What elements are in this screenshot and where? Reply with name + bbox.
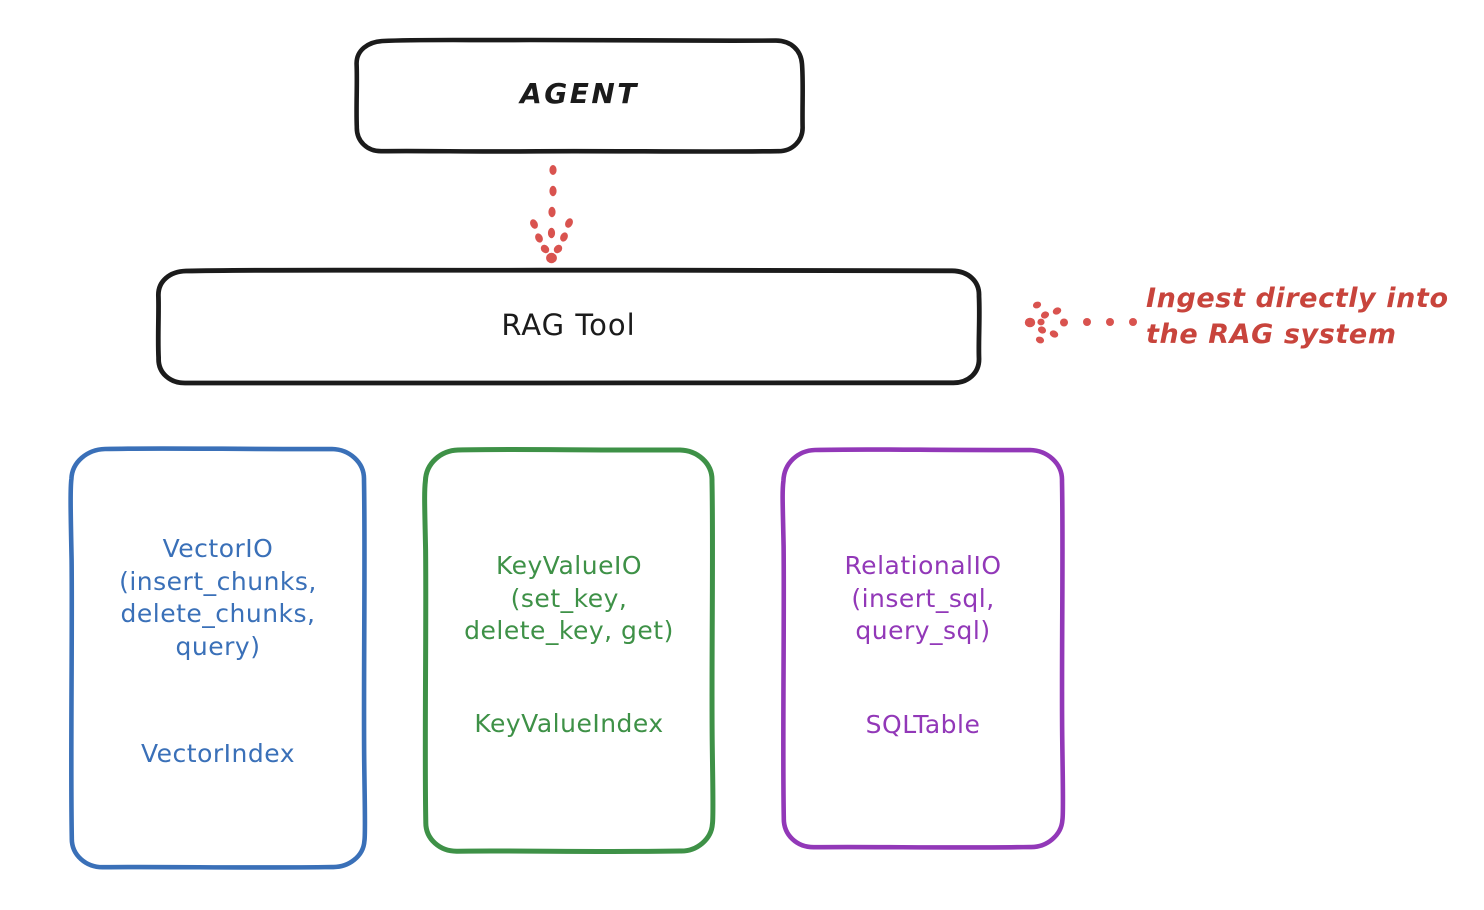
connector-note-to-rag-tool bbox=[1024, 301, 1137, 344]
connector-agent-to-rag-tool bbox=[530, 165, 573, 264]
node-relational-io[interactable] bbox=[780, 447, 1066, 850]
ingest-annotation-text: Ingest directly into the RAG system bbox=[1146, 283, 1449, 351]
vector-io-box-outline bbox=[68, 446, 368, 870]
node-agent[interactable] bbox=[354, 37, 805, 154]
key-value-io-box-outline bbox=[422, 446, 716, 855]
node-rag-tool[interactable] bbox=[155, 267, 982, 386]
node-vector-io[interactable] bbox=[68, 446, 368, 870]
rag-tool-box-outline bbox=[155, 267, 982, 386]
agent-box-outline bbox=[354, 37, 805, 154]
node-key-value-io[interactable] bbox=[422, 446, 716, 855]
relational-io-box-outline bbox=[780, 447, 1066, 850]
